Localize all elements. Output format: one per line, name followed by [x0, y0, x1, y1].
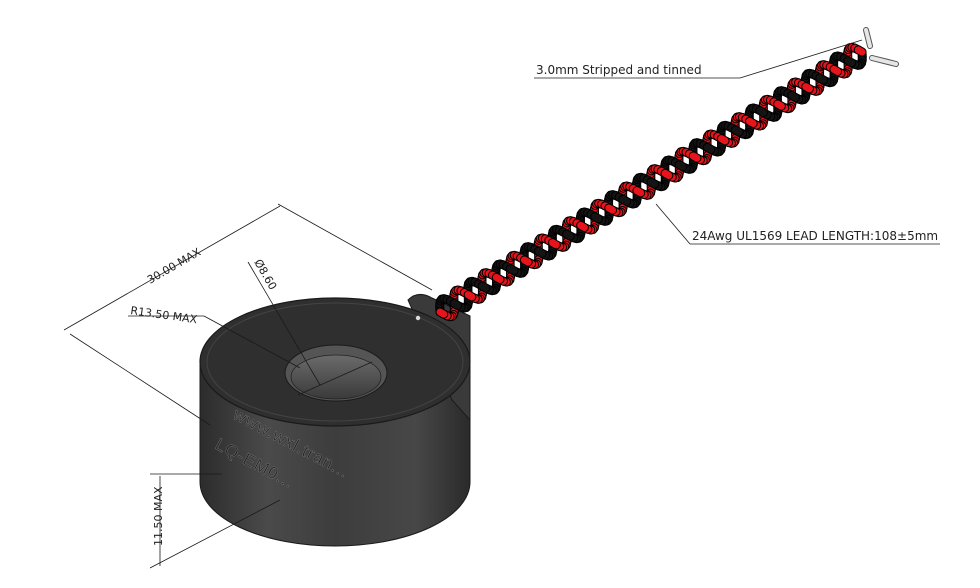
dimension-lines [63, 39, 940, 569]
red-wire-segment [802, 83, 813, 93]
black-wire-segment [731, 126, 743, 136]
callout-strip-label: 3.0mm Stripped and tinned [536, 63, 702, 77]
red-wire-segment [774, 100, 785, 110]
black-wire-segment [563, 230, 574, 240]
red-wire-segment [854, 46, 866, 56]
black-wire-segment [675, 161, 687, 171]
red-wire-segment [717, 135, 729, 145]
toroid-body: www.wxl.tran... LQ-EM0... [199, 294, 471, 547]
black-wire-segment [756, 106, 768, 117]
callout-lead-label: 24Awg UL1569 LEAD LENGTH:108±5mm [692, 229, 938, 243]
tinned-wire-ends [863, 27, 899, 67]
black-wire-segment [478, 282, 490, 292]
black-wire-segment [506, 265, 518, 275]
twisted-lead-wires [435, 42, 867, 322]
black-wire-segment [816, 74, 828, 84]
black-wire-segment [647, 178, 659, 188]
dim-width-label: 30.00 MAX [145, 245, 203, 286]
dim-height-label: 11.50 MAX [152, 486, 165, 546]
red-wire-segment [492, 273, 504, 284]
red-wire-segment [633, 187, 645, 197]
red-wire-segment [520, 256, 532, 266]
red-wire-segment [549, 239, 560, 249]
red-wire-segment [830, 65, 842, 76]
black-wire-segment [534, 247, 546, 258]
black-wire-segment [450, 299, 462, 310]
black-wire-segment [703, 143, 715, 154]
red-wire-segment [577, 221, 588, 232]
red-wire-segment [689, 152, 701, 162]
red-wire-segment [661, 169, 673, 180]
red-wire-segment [436, 308, 448, 318]
black-wire-segment [788, 91, 799, 102]
red-wire-segment [605, 204, 617, 214]
red-wire-segment [464, 291, 476, 301]
black-wire-segment [619, 195, 631, 206]
black-wire-segment [844, 57, 856, 67]
red-wire-segment [745, 117, 757, 128]
black-wire-segment [591, 213, 602, 223]
dim-radius-label: R13.50 MAX [130, 304, 199, 326]
